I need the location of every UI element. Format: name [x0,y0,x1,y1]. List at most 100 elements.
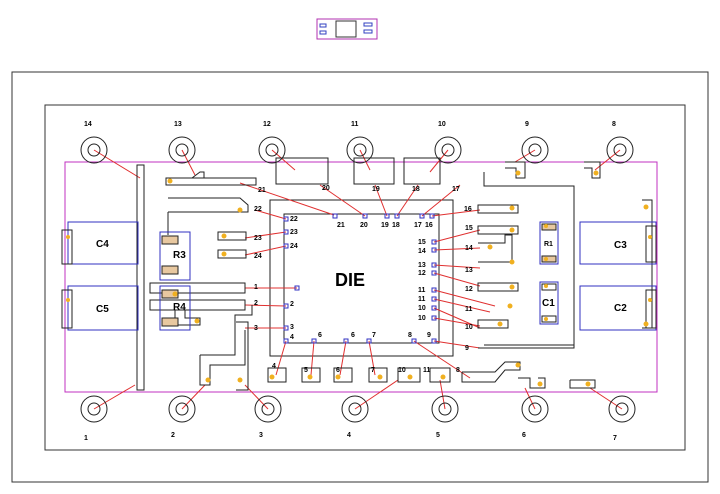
die-label: DIE [335,270,365,290]
traces [136,157,653,391]
svg-text:4: 4 [272,363,276,370]
svg-text:22: 22 [254,206,262,213]
svg-text:11: 11 [418,287,426,294]
svg-text:20: 20 [360,222,368,229]
svg-text:6: 6 [522,432,526,439]
svg-text:14: 14 [465,245,473,252]
svg-text:4: 4 [290,334,294,341]
svg-text:13: 13 [174,121,182,128]
svg-text:16: 16 [464,206,472,213]
svg-text:17: 17 [414,222,422,229]
svg-text:12: 12 [465,286,473,293]
component-r1: R1 [539,221,559,265]
svg-text:4: 4 [347,432,351,439]
svg-text:21: 21 [258,187,266,194]
svg-text:R3: R3 [173,250,186,261]
svg-text:17: 17 [452,186,460,193]
svg-text:8: 8 [612,121,616,128]
svg-text:2: 2 [290,301,294,308]
svg-text:15: 15 [465,225,473,232]
svg-text:5: 5 [304,367,308,374]
svg-text:11: 11 [418,296,426,303]
svg-text:10: 10 [398,367,406,374]
svg-text:C1: C1 [542,298,555,309]
svg-text:C4: C4 [96,239,109,250]
die-pad-labels-top: 21 20 19 18 17 16 [337,222,433,229]
svg-text:1: 1 [84,435,88,442]
bond-wires [93,149,623,410]
component-r3: R3 [159,231,191,281]
svg-text:10: 10 [418,305,426,312]
svg-text:11: 11 [351,121,359,128]
die-pad-labels-right: 15 14 13 12 11 11 10 10 [418,239,426,322]
component-c3: C3 [579,221,657,265]
bond-pad-dots [66,170,652,387]
svg-text:9: 9 [427,332,431,339]
svg-text:22: 22 [290,216,298,223]
svg-text:1: 1 [254,284,258,291]
trace-labels: 21 20 19 18 17 16 22 23 24 15 14 13 12 1… [254,185,473,374]
svg-text:9: 9 [525,121,529,128]
svg-text:6: 6 [351,332,355,339]
svg-text:11: 11 [465,306,473,313]
svg-text:23: 23 [290,229,298,236]
svg-text:C5: C5 [96,304,109,315]
svg-text:18: 18 [412,186,420,193]
svg-text:16: 16 [425,222,433,229]
bottom-pin-circles [80,395,636,423]
svg-text:3: 3 [259,432,263,439]
outer-frame [11,71,709,483]
svg-text:6: 6 [318,332,322,339]
svg-text:9: 9 [465,345,469,352]
die-pads [283,213,437,344]
svg-text:21: 21 [337,222,345,229]
component-r4: R4 [159,285,191,331]
svg-text:6: 6 [336,367,340,374]
thumbnail-preview [316,18,378,40]
die-pad-labels-left: 22 23 24 1 2 3 4 [254,216,298,341]
svg-text:R4: R4 [173,302,186,313]
svg-text:13: 13 [465,267,473,274]
die-pad-labels-bottom: 6 6 7 8 9 [318,332,431,339]
top-pin-labels: 14 13 12 11 10 9 8 [84,121,616,128]
svg-text:5: 5 [436,432,440,439]
svg-text:13: 13 [418,262,426,269]
svg-text:15: 15 [418,239,426,246]
svg-text:12: 12 [418,270,426,277]
component-c4: C4 [61,221,139,265]
svg-text:14: 14 [418,248,426,255]
component-c5: C5 [61,285,139,331]
svg-text:12: 12 [263,121,271,128]
svg-text:2: 2 [254,300,258,307]
svg-text:19: 19 [381,222,389,229]
svg-text:24: 24 [254,253,262,260]
svg-text:2: 2 [171,432,175,439]
bottom-pin-labels: 1 2 3 4 5 6 7 [84,432,617,442]
svg-text:3: 3 [290,324,294,331]
svg-text:R1: R1 [544,241,553,248]
svg-text:7: 7 [613,435,617,442]
svg-text:18: 18 [392,222,400,229]
svg-text:8: 8 [408,332,412,339]
svg-text:10: 10 [418,315,426,322]
svg-text:20: 20 [322,185,330,192]
component-c1: C1 [539,281,559,325]
svg-text:C2: C2 [614,303,627,314]
svg-text:24: 24 [290,243,298,250]
svg-text:10: 10 [438,121,446,128]
svg-text:7: 7 [372,332,376,339]
svg-text:C3: C3 [614,240,627,251]
top-pin-circles [80,136,634,164]
svg-text:10: 10 [465,324,473,331]
svg-text:14: 14 [84,121,92,128]
inner-frame [44,104,686,451]
svg-text:3: 3 [254,325,258,332]
svg-text:11: 11 [423,367,431,374]
svg-text:7: 7 [371,367,375,374]
component-c2: C2 [579,285,657,331]
substrate-outline [64,161,658,393]
svg-text:19: 19 [372,186,380,193]
svg-text:23: 23 [254,235,262,242]
